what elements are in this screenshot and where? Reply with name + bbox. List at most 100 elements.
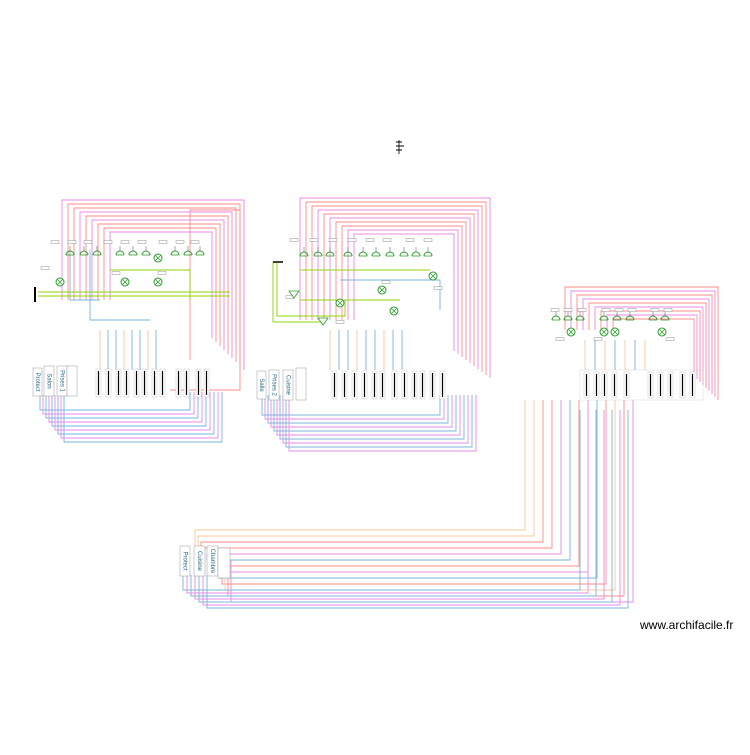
board3-device-tag <box>663 308 673 312</box>
board2-top-loop <box>347 229 459 354</box>
board1-blue-feed <box>69 250 100 301</box>
board2-outlet <box>343 247 353 257</box>
board3-breaker <box>689 371 696 399</box>
module-frame <box>32 367 43 397</box>
board2-device-tag <box>289 238 299 242</box>
module-frame <box>43 365 55 397</box>
board2-bottom-loop <box>267 395 449 424</box>
module-label: Protect <box>181 551 187 570</box>
board1-device-tag <box>67 240 77 244</box>
module-label: Cuisine <box>196 551 202 572</box>
module-frame <box>193 545 206 577</box>
board1-bottom-loop <box>42 392 195 415</box>
board3-breaker <box>667 371 674 399</box>
board4-module-protect: Protect <box>179 545 191 577</box>
board3-top-loop <box>588 302 707 388</box>
board2-breaker <box>361 370 368 400</box>
lamp-cross <box>429 272 437 280</box>
board1-outlet <box>115 246 125 256</box>
board1-breaker <box>105 368 112 398</box>
board1-device-tag <box>158 240 168 244</box>
board2-device-tag <box>309 238 319 242</box>
board1-bottom-loop <box>39 392 191 411</box>
outlet-arc <box>299 251 309 257</box>
board4-return-loop <box>186 410 589 594</box>
board3-outlet <box>648 311 658 321</box>
outlet-arc <box>128 250 138 256</box>
board2-device-tag <box>381 280 391 284</box>
cross-board-run <box>224 400 616 591</box>
board1-top-loop <box>97 223 221 346</box>
board2-device-tag <box>328 238 338 242</box>
lamp-cross <box>600 328 608 336</box>
board4-module-chambre: Chambre <box>206 545 219 577</box>
module-label: Salon <box>45 373 51 388</box>
module-frame <box>295 367 307 401</box>
board2-outlet <box>325 247 335 257</box>
outlet-arc <box>92 250 102 256</box>
legend-symbol <box>396 140 404 154</box>
board3-device-tag <box>601 308 611 312</box>
board1-breaker <box>203 368 210 398</box>
board1-blue-feed <box>89 250 150 321</box>
board3-top-loop <box>600 310 701 382</box>
board1-breaker <box>141 368 148 398</box>
board3-device-tag <box>555 337 565 341</box>
board2-lamp <box>389 306 399 316</box>
board1-top-loop <box>61 199 245 370</box>
board3-breaker <box>601 371 608 399</box>
board4-module-cuisine: Cuisine <box>193 545 206 577</box>
lamp-cross <box>567 328 575 336</box>
board3-breaker <box>583 371 590 399</box>
board1-breaker <box>115 368 122 398</box>
board3-breaker <box>679 371 686 399</box>
board1-lamp <box>153 277 163 287</box>
board2-device-tag <box>365 238 375 242</box>
outlet-arc <box>423 251 433 257</box>
cross-board-run <box>230 400 634 603</box>
board2-device-tag <box>405 238 415 242</box>
board2-lamp <box>428 271 438 281</box>
board1-top-loop <box>79 211 233 358</box>
cross-board-run <box>210 400 571 561</box>
module-frame <box>179 545 191 577</box>
outlet-arc <box>399 251 409 257</box>
board4-return-loop <box>190 410 597 597</box>
lamp-cross <box>154 254 162 262</box>
board2-blue-feed <box>340 279 441 310</box>
board3-top-loop <box>606 314 698 379</box>
board1-top-loop <box>67 203 241 366</box>
board1-top-loop <box>103 227 217 342</box>
board1-breaker <box>133 368 140 398</box>
board2-top-loop <box>311 205 483 372</box>
board2-breaker <box>391 370 398 400</box>
board2-green-bus <box>272 262 325 323</box>
board1-breaker <box>159 368 166 398</box>
board1-breaker <box>183 368 190 398</box>
board2-bottom-loop <box>273 395 457 432</box>
board2-outlet <box>411 247 421 257</box>
outlet-arc <box>551 315 561 321</box>
board4-return-loop <box>198 410 613 603</box>
board2-lamp <box>377 285 387 295</box>
board2-breaker <box>331 370 338 400</box>
board1-top-loop <box>109 231 213 338</box>
board4-return-loop <box>194 410 605 600</box>
module-label: Prises 2 <box>270 374 276 396</box>
board3-device-tag <box>550 308 560 312</box>
board1-outlet <box>195 246 205 256</box>
board4-return-loop <box>182 410 581 591</box>
board1-module-protect: Protect <box>32 367 43 397</box>
board2-green-bus <box>276 262 346 317</box>
module-label: Cuisine <box>284 375 290 396</box>
lamp-cross <box>56 278 64 286</box>
board2-bottom-loop <box>261 395 441 416</box>
outlet-arc <box>115 250 125 256</box>
outlet-arc <box>183 250 193 256</box>
outlet-arc <box>411 251 421 257</box>
board3-top-loop <box>612 318 695 376</box>
lamp-cross <box>378 286 386 294</box>
board1-breaker <box>95 368 102 398</box>
board2-bottom-loop <box>285 395 473 448</box>
